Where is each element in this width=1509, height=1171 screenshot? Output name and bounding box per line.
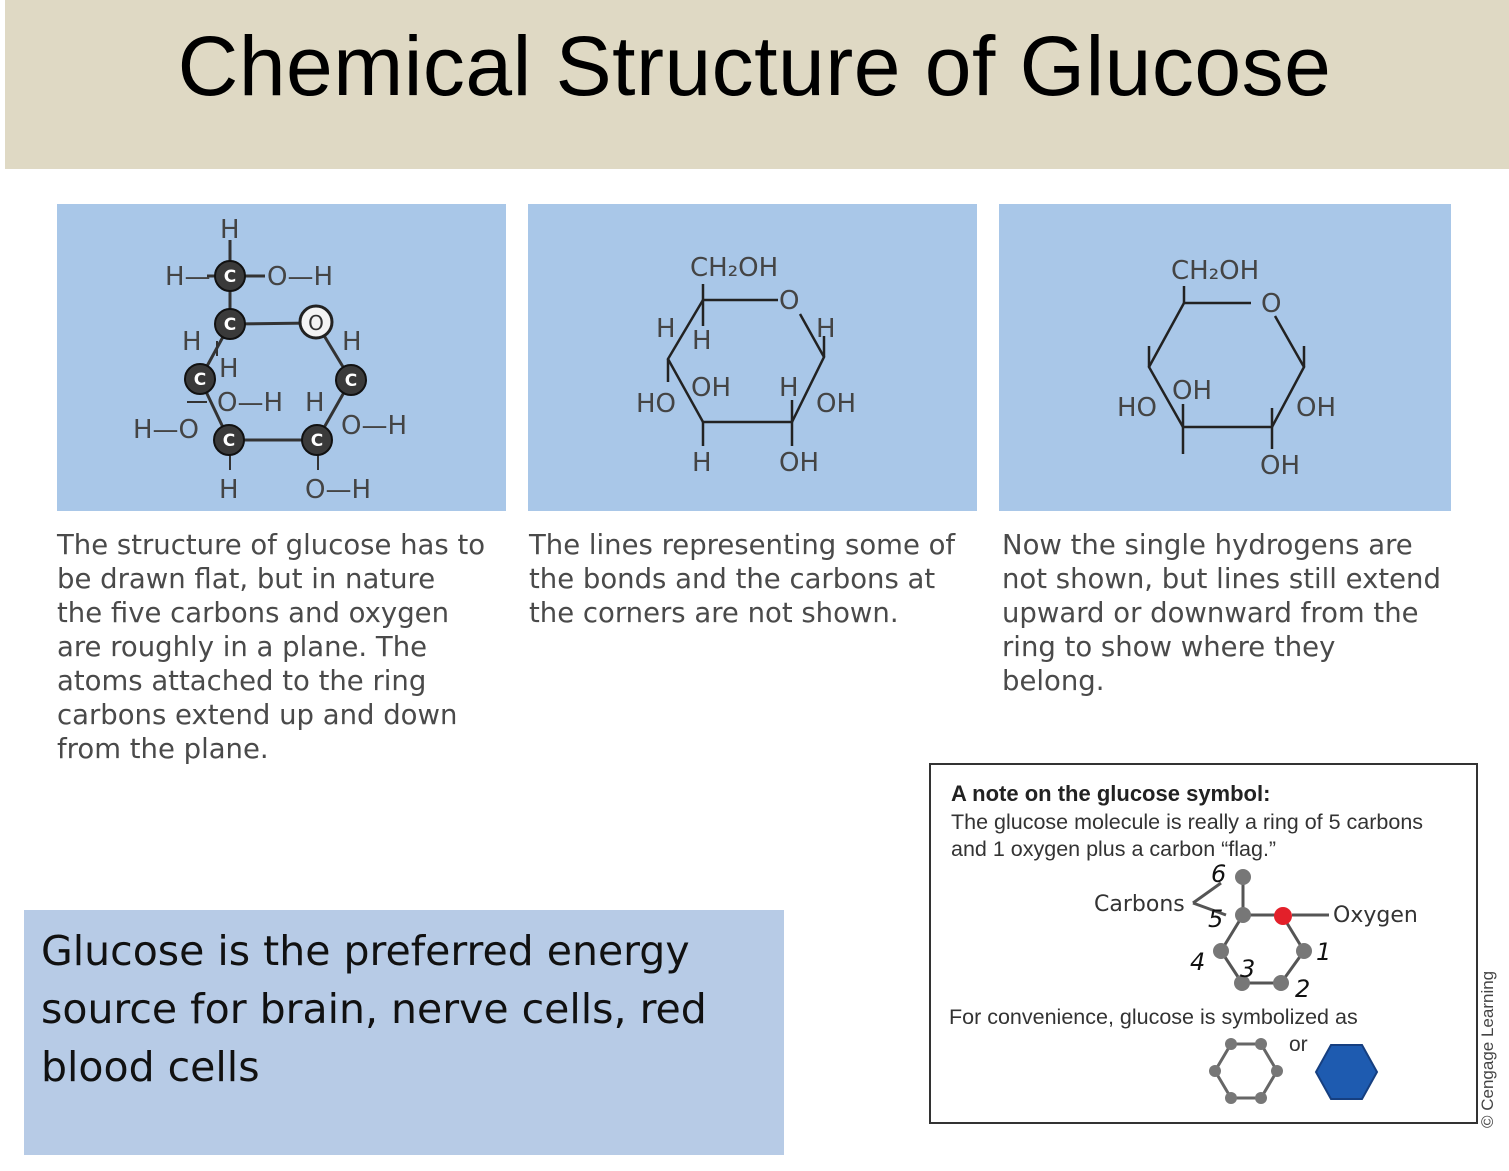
- glucose-carbon-atoms: [1213, 869, 1312, 991]
- carbon-atom: [301, 424, 333, 456]
- atom-h-right: H: [816, 314, 836, 344]
- group-oh-bottom: OH: [779, 448, 819, 478]
- caption-symbolic-structure: Now the single hydrogens are not shown, …: [1002, 529, 1441, 697]
- caption-full-structure: The structure of glucose has to be drawn…: [57, 529, 486, 765]
- oxygen-label: O: [308, 311, 324, 335]
- carbon-atom: [1234, 975, 1250, 991]
- panel-full-structure: H H— O—H H H H O—H H H—O O—H H O—H: [57, 204, 506, 511]
- carbon-label: C: [194, 370, 206, 390]
- oxygen-atom: [298, 304, 334, 340]
- glucose-hexagon-symbol: [1314, 1044, 1379, 1100]
- handwritten-number-1: 1: [1316, 938, 1331, 966]
- handwritten-number-3: 3: [1240, 955, 1255, 983]
- glucose-full-structure-diagram: H H— O—H H H H O—H H H—O O—H H O—H: [133, 215, 407, 505]
- atom-h-left1: H: [656, 314, 676, 344]
- carbon-label: C: [224, 315, 236, 335]
- carbon-atom: [1273, 975, 1289, 991]
- group-oh-inner: OH: [691, 373, 731, 403]
- atom-ring-oxygen: O: [779, 286, 799, 316]
- group-ho-left: HO: [636, 389, 676, 419]
- atom-h-ring-o-right: H: [342, 327, 362, 357]
- group-ho-left: HO: [1117, 393, 1157, 423]
- handwritten-number-2: 2: [1295, 975, 1310, 1003]
- group-oh-right: OH: [1296, 393, 1336, 423]
- oxygen-atom: [1274, 907, 1292, 925]
- atom-h-left2: H: [692, 326, 712, 356]
- title-bar: [5, 0, 1509, 169]
- carbon-label: C: [224, 267, 236, 287]
- atom-h-bottom-left: H: [219, 475, 239, 505]
- note-title: A note on the glucose symbol:: [951, 781, 1271, 806]
- carbon-atom: [1213, 943, 1229, 959]
- oxygen-label: Oxygen: [1333, 903, 1418, 928]
- carbon-atom: [213, 424, 245, 456]
- atom-h-c5-below: H: [219, 354, 239, 384]
- carbon-atom: [214, 308, 246, 340]
- carbon-atom: [1235, 907, 1251, 923]
- atom-h-top: H: [220, 215, 240, 245]
- carbon-atom: [184, 363, 216, 395]
- atom-h-c6: H—: [165, 262, 211, 292]
- callout-text: Glucose is the preferred energy source f…: [41, 927, 707, 1091]
- glucose-symbolic-diagram: CH₂OH O HO OH OH OH: [1117, 256, 1336, 481]
- carbon-label: C: [311, 431, 323, 451]
- atom-o-h-c2: O—H: [341, 411, 407, 441]
- panel-symbolic-structure: CH₂OH O HO OH OH OH: [999, 204, 1451, 511]
- handwritten-number-6: 6: [1211, 860, 1226, 888]
- glucose-ring-symbol: [1209, 1038, 1283, 1104]
- caption-simplified-structure: The lines representing some of the bonds…: [529, 529, 956, 629]
- carbon-atom: [1235, 869, 1251, 885]
- atom-ring-oxygen: O: [1261, 289, 1281, 319]
- group-oh-inner: OH: [1172, 376, 1212, 406]
- carbon-atoms: [184, 260, 367, 456]
- group-oh-bottom: OH: [1260, 451, 1300, 481]
- note-or-text: or: [1289, 1033, 1308, 1056]
- carbons-label: Carbons: [1094, 892, 1185, 917]
- atom-o-h-c6: O—H: [267, 262, 333, 292]
- atom-h-c1: H: [305, 388, 325, 418]
- group-oh-right: OH: [816, 389, 856, 419]
- atom-h-bottom: H: [692, 448, 712, 478]
- carbon-atom: [1296, 943, 1312, 959]
- carbon-label: C: [345, 371, 357, 391]
- carbon-atom: [214, 260, 246, 292]
- note-convenience-text: For convenience, glucose is symbolized a…: [949, 1005, 1358, 1029]
- group-ch2oh: CH₂OH: [690, 253, 778, 283]
- group-ch2oh: CH₂OH: [1171, 256, 1259, 286]
- page-title: Chemical Structure of Glucose: [177, 19, 1332, 113]
- copyright-credit: © Cengage Learning: [1478, 970, 1497, 1128]
- glucose-symbol-diagram: Carbons Oxygen 6 5 4 3 2 1: [1094, 860, 1418, 1104]
- glucose-simplified-diagram: CH₂OH O H H H HO OH H OH H OH: [636, 253, 856, 478]
- carbon-atom: [335, 364, 367, 396]
- atom-o-h-bottom: O—H: [305, 475, 371, 505]
- glucose-symbol-note: A note on the glucose symbol: The glucos…: [929, 763, 1478, 1124]
- carbon-label: C: [223, 431, 235, 451]
- handwritten-number-5: 5: [1208, 905, 1223, 933]
- note-body: The glucose molecule is really a ring of…: [951, 810, 1424, 861]
- handwritten-number-4: 4: [1190, 948, 1205, 976]
- atom-h-c5: H: [182, 327, 202, 357]
- atom-h-o-c3: H—O: [133, 415, 199, 445]
- callout-box: Glucose is the preferred energy source f…: [24, 910, 784, 1155]
- panel-simplified-structure: CH₂OH O H H H HO OH H OH H OH: [528, 204, 977, 511]
- atom-o-h-c4: O—H: [217, 388, 283, 418]
- atom-h-inner: H: [779, 373, 799, 403]
